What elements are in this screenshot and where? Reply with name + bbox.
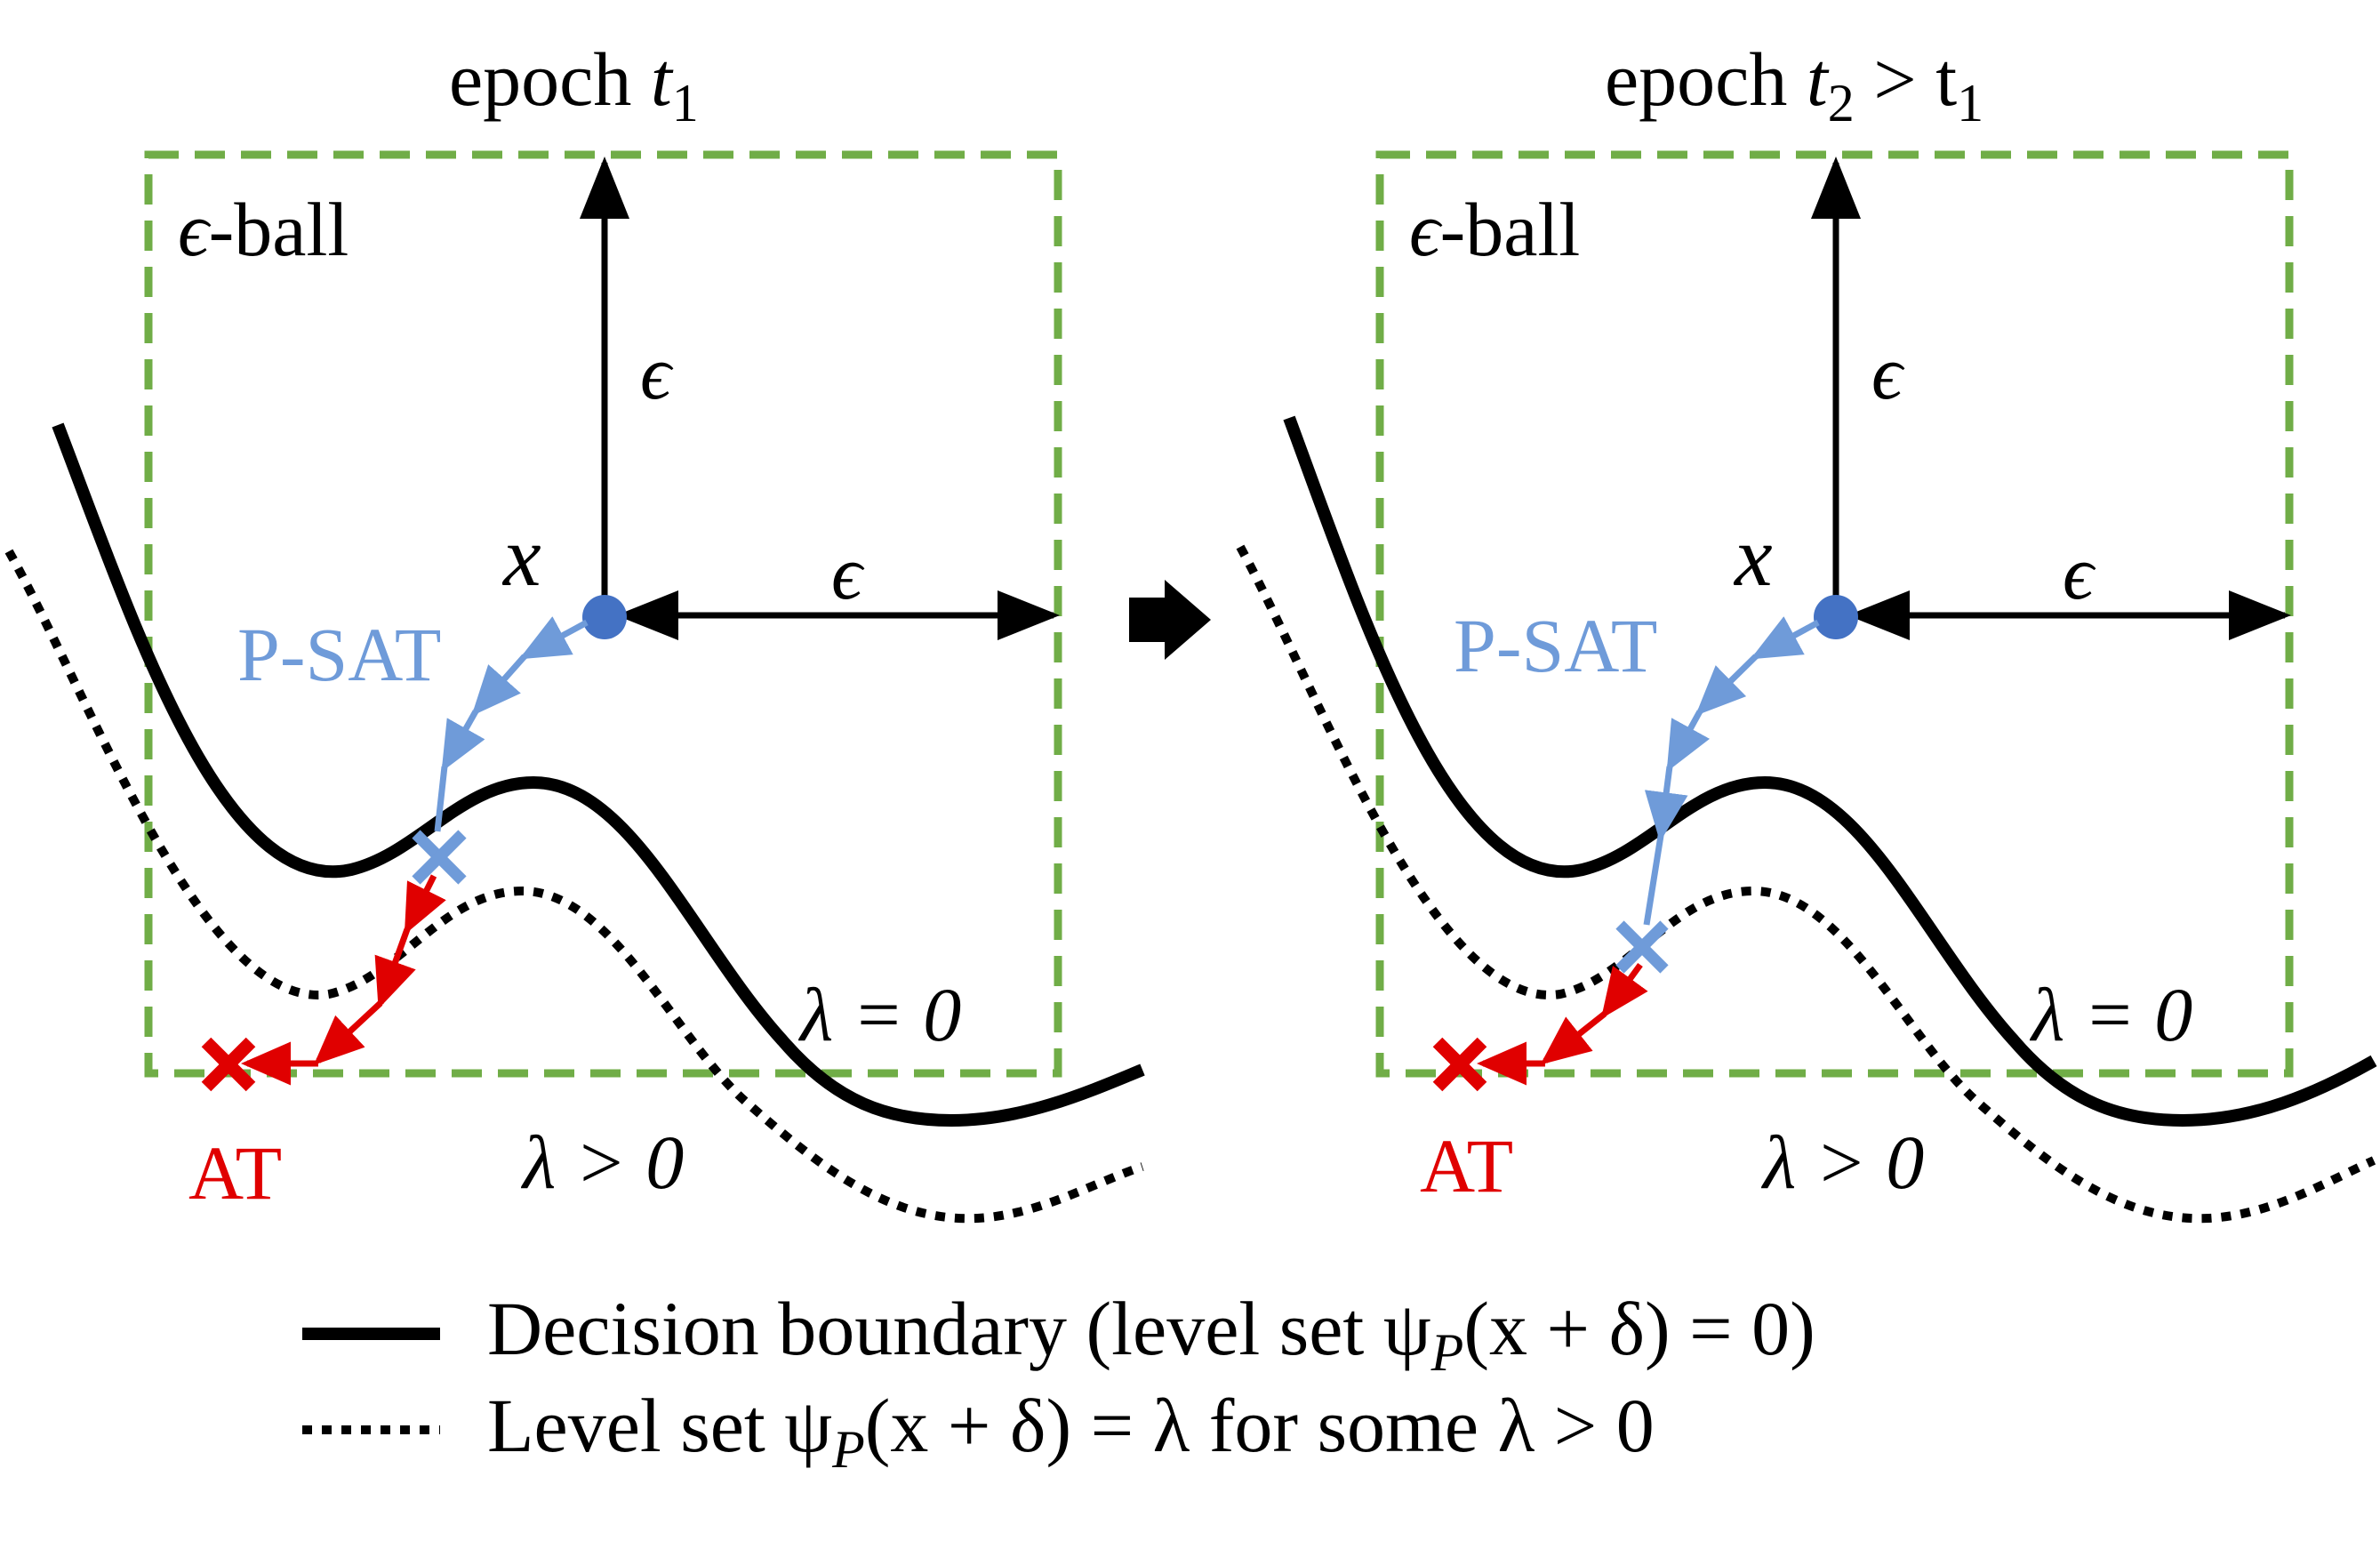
- lambda-zero-label: λ = 0: [797, 972, 961, 1057]
- level-set-curve: [1236, 544, 2376, 1224]
- epsilon-ball-label: ϵ-ball: [1409, 187, 1580, 272]
- epsilon-horizontal-label: ϵ: [831, 530, 865, 615]
- at-label: AT: [1420, 1123, 1513, 1208]
- epsilon-horizontal-label: ϵ: [2063, 530, 2096, 615]
- epsilon-vertical-label: ϵ: [640, 330, 674, 415]
- at-cross-icon: [1432, 1037, 1487, 1092]
- lambda-zero-label: λ = 0: [2029, 972, 2192, 1057]
- psat-path: [1643, 616, 1820, 926]
- legend: Decision boundary (level set ψP(x + δ) =…: [302, 1286, 1815, 1479]
- psat-cross-icon: [412, 830, 467, 885]
- x-point: [582, 595, 627, 639]
- at-path: [1477, 962, 1648, 1086]
- psat-label: P-SAT: [237, 612, 441, 697]
- psat-label: P-SAT: [1454, 603, 1657, 688]
- panel-left-title: epoch t1: [449, 36, 699, 132]
- epsilon-vertical-label: ϵ: [1871, 330, 1905, 415]
- level-set-curve: [4, 549, 1144, 1224]
- panel-left: epoch t1 ϵ-ball ϵ ϵ x P-SAT: [4, 36, 1145, 1224]
- decision-boundary-curve: [52, 422, 1145, 1128]
- legend-dotted-label: Level set ψP(x + δ) = λ for some λ > 0: [487, 1383, 1655, 1479]
- x-label: x: [501, 509, 541, 604]
- at-path: [241, 874, 446, 1086]
- psat-cross-icon: [1615, 920, 1669, 974]
- psat-path: [434, 616, 589, 832]
- transition-arrow-icon: [1129, 580, 1211, 660]
- epsilon-ball-label: ϵ-ball: [178, 187, 349, 272]
- at-cross-icon: [201, 1037, 256, 1092]
- x-label: x: [1733, 509, 1773, 604]
- panel-right: epoch t2 > t1 ϵ-ball ϵ ϵ x P-SAT: [1236, 36, 2377, 1224]
- panel-right-title: epoch t2 > t1: [1605, 36, 1983, 132]
- decision-boundary-curve: [1283, 415, 2377, 1128]
- x-point: [1814, 595, 1858, 639]
- legend-solid-label: Decision boundary (level set ψP(x + δ) =…: [487, 1286, 1815, 1382]
- at-label: AT: [188, 1130, 282, 1216]
- lambda-positive-label: λ > 0: [1760, 1120, 1924, 1205]
- lambda-positive-label: λ > 0: [520, 1120, 684, 1205]
